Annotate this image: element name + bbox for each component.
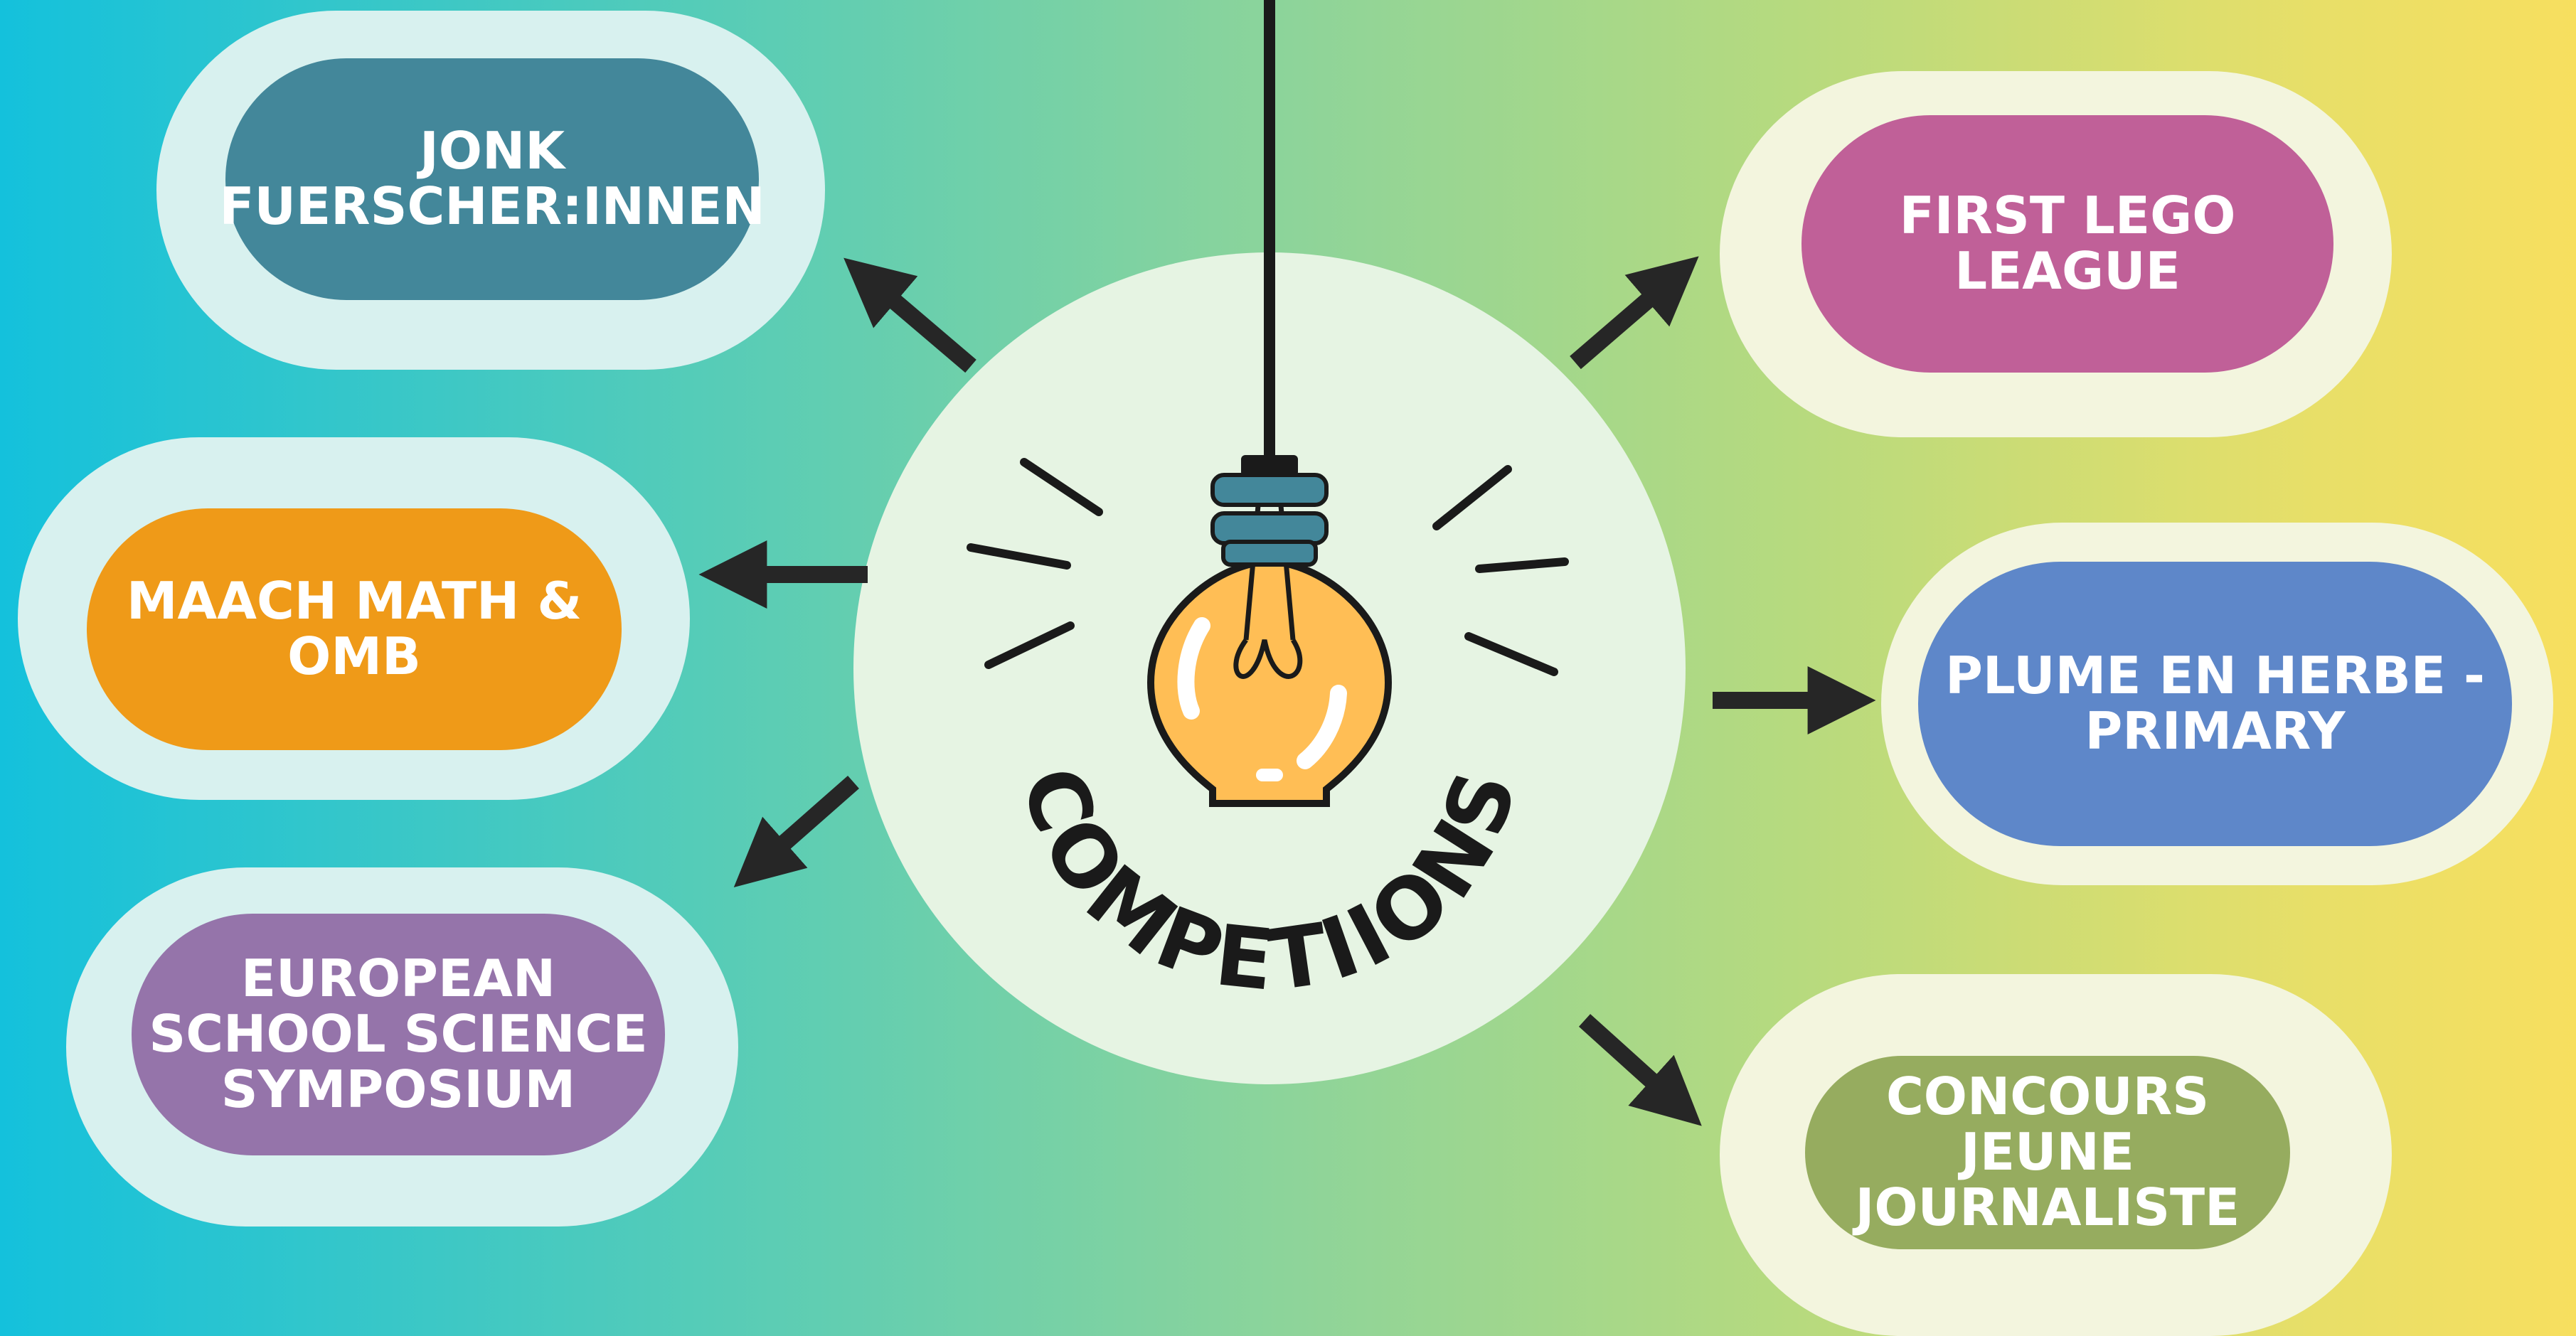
lightbulb-icon (967, 0, 1569, 807)
arrow-to-concours-jeune (1578, 1014, 1702, 1126)
pill-first-lego[interactable]: FIRST LEGO LEAGUE (1801, 115, 2333, 373)
arrow-to-european-science (733, 775, 859, 888)
arrow-to-first-lego (1570, 256, 1699, 370)
pill-concours-jeune-label: CONCOURS JEUNE JOURNALISTE (1855, 1067, 2240, 1237)
pill-jonk-fuerscher[interactable]: JONK FUERSCHER:INNEN (219, 58, 765, 300)
pill-european-science-label: EUROPEAN SCHOOL SCIENCE SYMPOSIUM (149, 948, 648, 1119)
pill-plume-en-herbe[interactable]: PLUME EN HERBE - PRIMARY (1918, 562, 2512, 846)
pill-jonk-fuerscher-label: JONK FUERSCHER:INNEN (219, 121, 765, 236)
pill-maach-math[interactable]: MAACH MATH & OMB (87, 508, 622, 750)
pill-european-science[interactable]: EUROPEAN SCHOOL SCIENCE SYMPOSIUM (132, 914, 665, 1155)
pill-concours-jeune[interactable]: CONCOURS JEUNE JOURNALISTE (1805, 1056, 2290, 1249)
arrow-to-jonk-fuerscher (843, 257, 976, 373)
pill-plume-en-herbe-label: PLUME EN HERBE - PRIMARY (1945, 646, 2485, 761)
pill-first-lego-label: FIRST LEGO LEAGUE (1899, 186, 2236, 301)
pill-maach-math-label: MAACH MATH & OMB (126, 571, 582, 686)
